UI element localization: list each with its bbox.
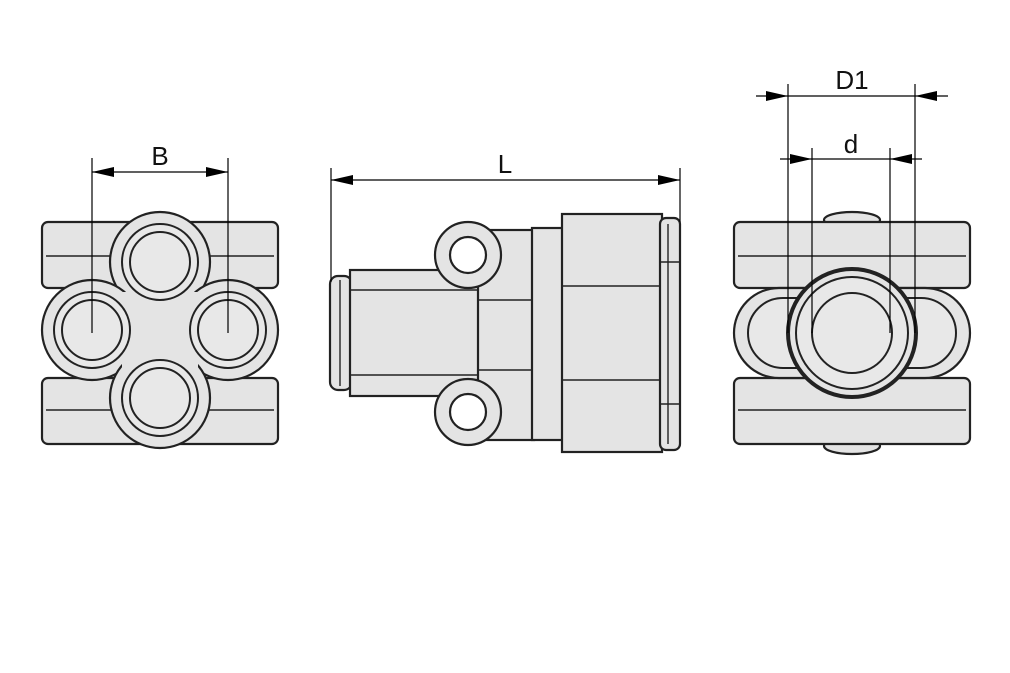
dim-label-d: d	[844, 129, 858, 159]
top-ear-hole	[448, 235, 488, 275]
right-body	[560, 212, 664, 454]
right-collet	[658, 216, 682, 452]
bottom-ear-hole	[448, 392, 488, 432]
step-ring	[530, 226, 566, 442]
dim-label-L: L	[498, 149, 512, 179]
dim-label-D1: D1	[835, 65, 868, 95]
right-view: D1 d	[732, 65, 972, 456]
left-body	[348, 268, 482, 398]
left-collet	[328, 274, 354, 392]
middle-view: L	[328, 149, 682, 454]
dim-label-B: B	[151, 141, 168, 171]
left-view: B	[40, 141, 280, 450]
